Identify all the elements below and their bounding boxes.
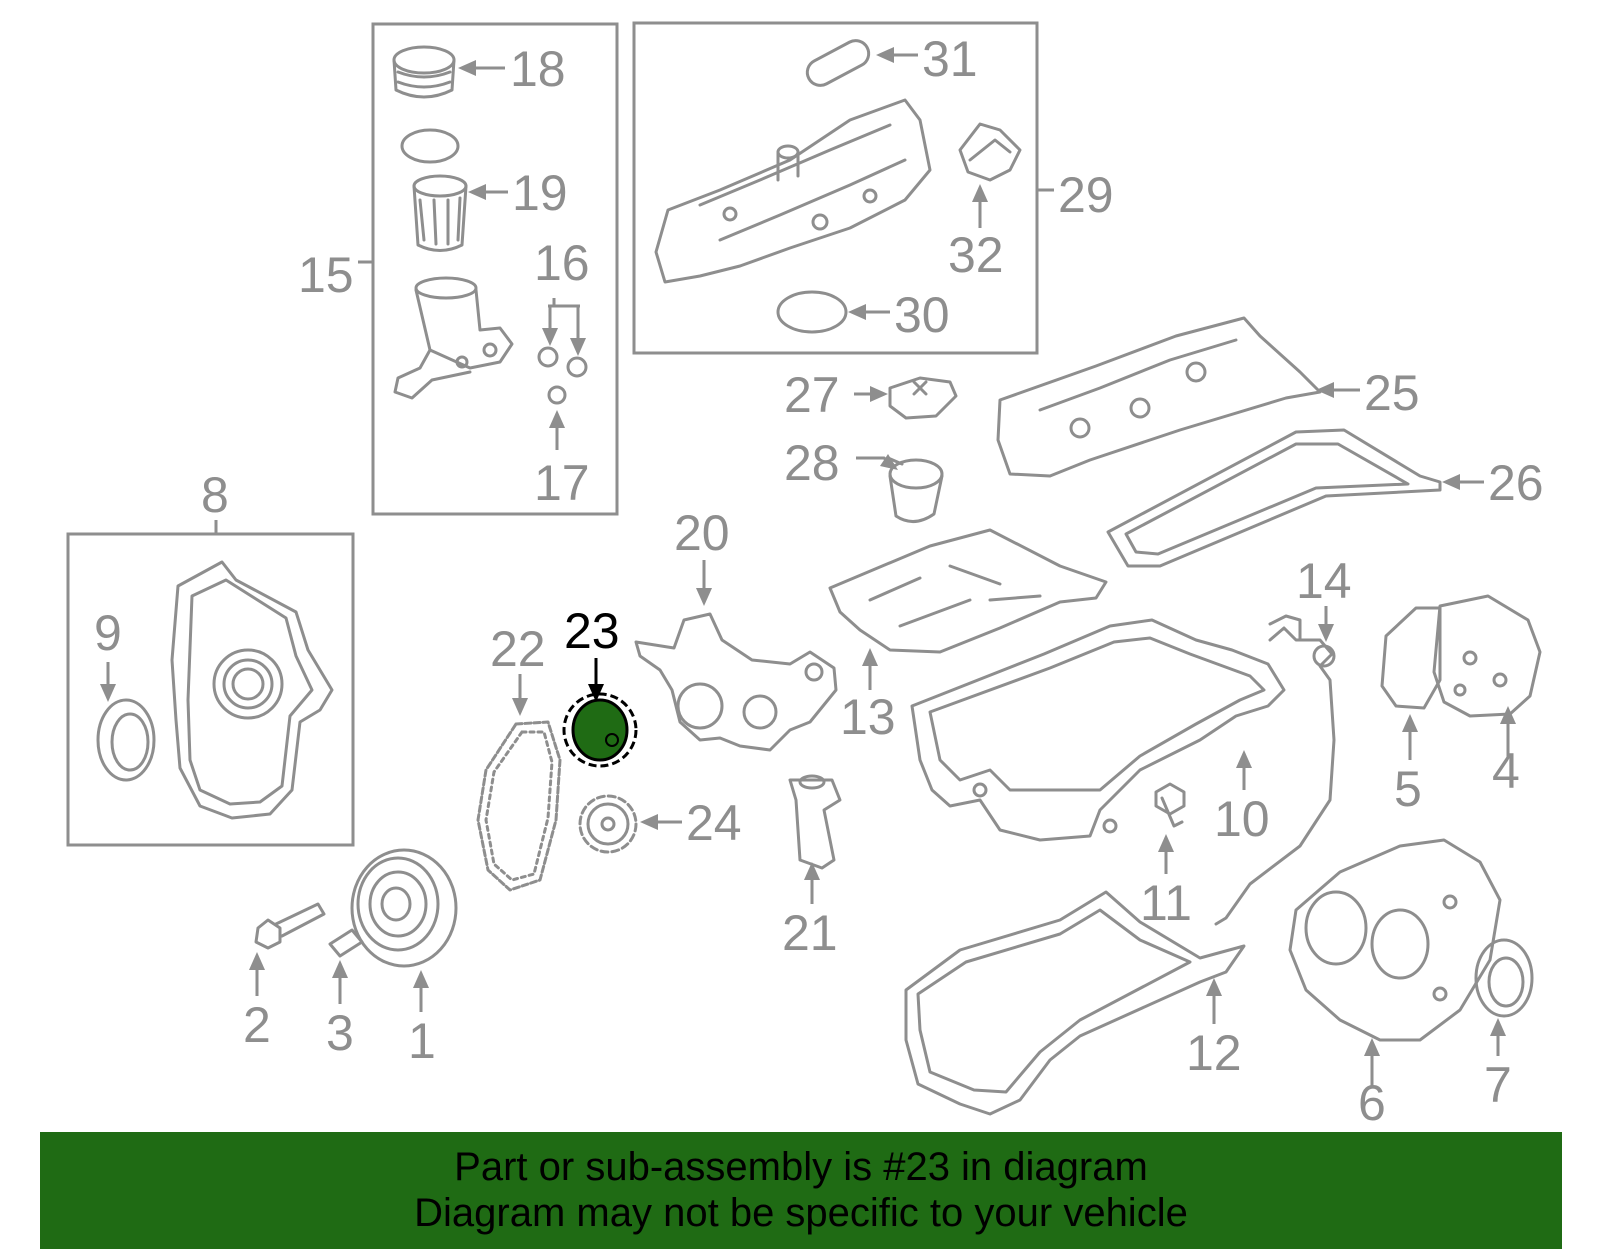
part-32-sensor [958,122,1022,182]
callout-labels: 18 19 15 16 17 31 29 32 30 8 9 27 28 25 … [94,31,1544,1131]
banner-line-1: Part or sub-assembly is #23 in diagram [454,1145,1148,1189]
part-10-upper-oil-pan [910,618,1286,842]
callout-8: 8 [201,467,229,523]
part-11-bolt [1154,782,1186,828]
part-6-adapter-plate [1288,838,1502,1042]
part-7-seal [1474,938,1534,1018]
group-box-8 [66,532,355,847]
callout-2: 2 [243,997,271,1053]
part-27-oil-cap [888,376,958,420]
part-19-filter-element [412,174,468,252]
part-15-filter-housing [393,276,514,400]
part-2-bolt [254,902,326,950]
part-17-seal [547,385,567,405]
callout-28: 28 [784,435,840,491]
part-28-filler-neck [886,456,944,523]
part-8-front-cover [170,560,334,820]
part-5-gasket [1380,606,1442,710]
part-18-filter-cap [392,45,456,99]
callout-32: 32 [948,227,1004,283]
part-4-cover [1432,594,1542,718]
callout-9: 9 [94,605,122,661]
part-25-valve-cover [996,316,1322,478]
part-12-lower-oil-pan [904,890,1246,1116]
callout-5: 5 [1394,761,1422,817]
part-16-seal-b [566,356,588,378]
part-31-gasket [805,39,871,87]
callout-29: 29 [1058,167,1114,223]
callout-3: 3 [326,1005,354,1061]
callout-18: 18 [510,41,566,97]
info-banner: Part or sub-assembly is #23 in diagram D… [40,1132,1562,1249]
part-30-seal-ring [776,290,848,334]
group-box-15 [371,22,619,516]
part-26-valve-cover-gasket [1106,428,1442,568]
callout-15: 15 [298,247,354,303]
callout-10: 10 [1214,791,1270,847]
part-21-pickup-tube [788,774,842,870]
callout-19: 19 [512,165,568,221]
callout-26: 26 [1488,455,1544,511]
part-1-crank-pulley [350,848,458,968]
leaders [100,47,1516,1086]
part-9-seal [96,698,156,782]
callout-24: 24 [686,795,742,851]
callout-14: 14 [1296,553,1352,609]
part-29-intake-manifold [654,98,932,284]
banner-line-2: Diagram may not be specific to your vehi… [414,1191,1188,1235]
callout-13: 13 [840,689,896,745]
part-16-seal-a [537,346,559,368]
callout-30: 30 [894,287,950,343]
callout-1: 1 [408,1013,436,1069]
group-box-29 [632,21,1039,355]
part-24-sprocket [578,794,638,854]
callout-31: 31 [922,31,978,87]
part-20-oil-pump [634,612,838,752]
part-23-sprocket-highlight [562,692,638,768]
callout-20: 20 [674,505,730,561]
part-14-dipstick-tube [1214,614,1336,926]
callout-17: 17 [534,455,590,511]
part-3-dowel [328,928,364,958]
callout-7: 7 [1484,1057,1512,1113]
callout-25: 25 [1364,365,1420,421]
callout-16: 16 [534,235,590,291]
callout-12: 12 [1186,1025,1242,1081]
part-filter-o-ring [400,128,460,164]
callout-6: 6 [1358,1075,1386,1131]
callout-23-highlighted: 23 [564,603,620,659]
callout-4: 4 [1492,743,1520,799]
part-13-windage-tray [828,528,1108,654]
part-22-timing-chain [476,720,562,892]
callout-11: 11 [1140,875,1192,931]
callout-22: 22 [490,621,546,677]
callout-21: 21 [782,905,838,961]
callout-27: 27 [784,367,840,423]
